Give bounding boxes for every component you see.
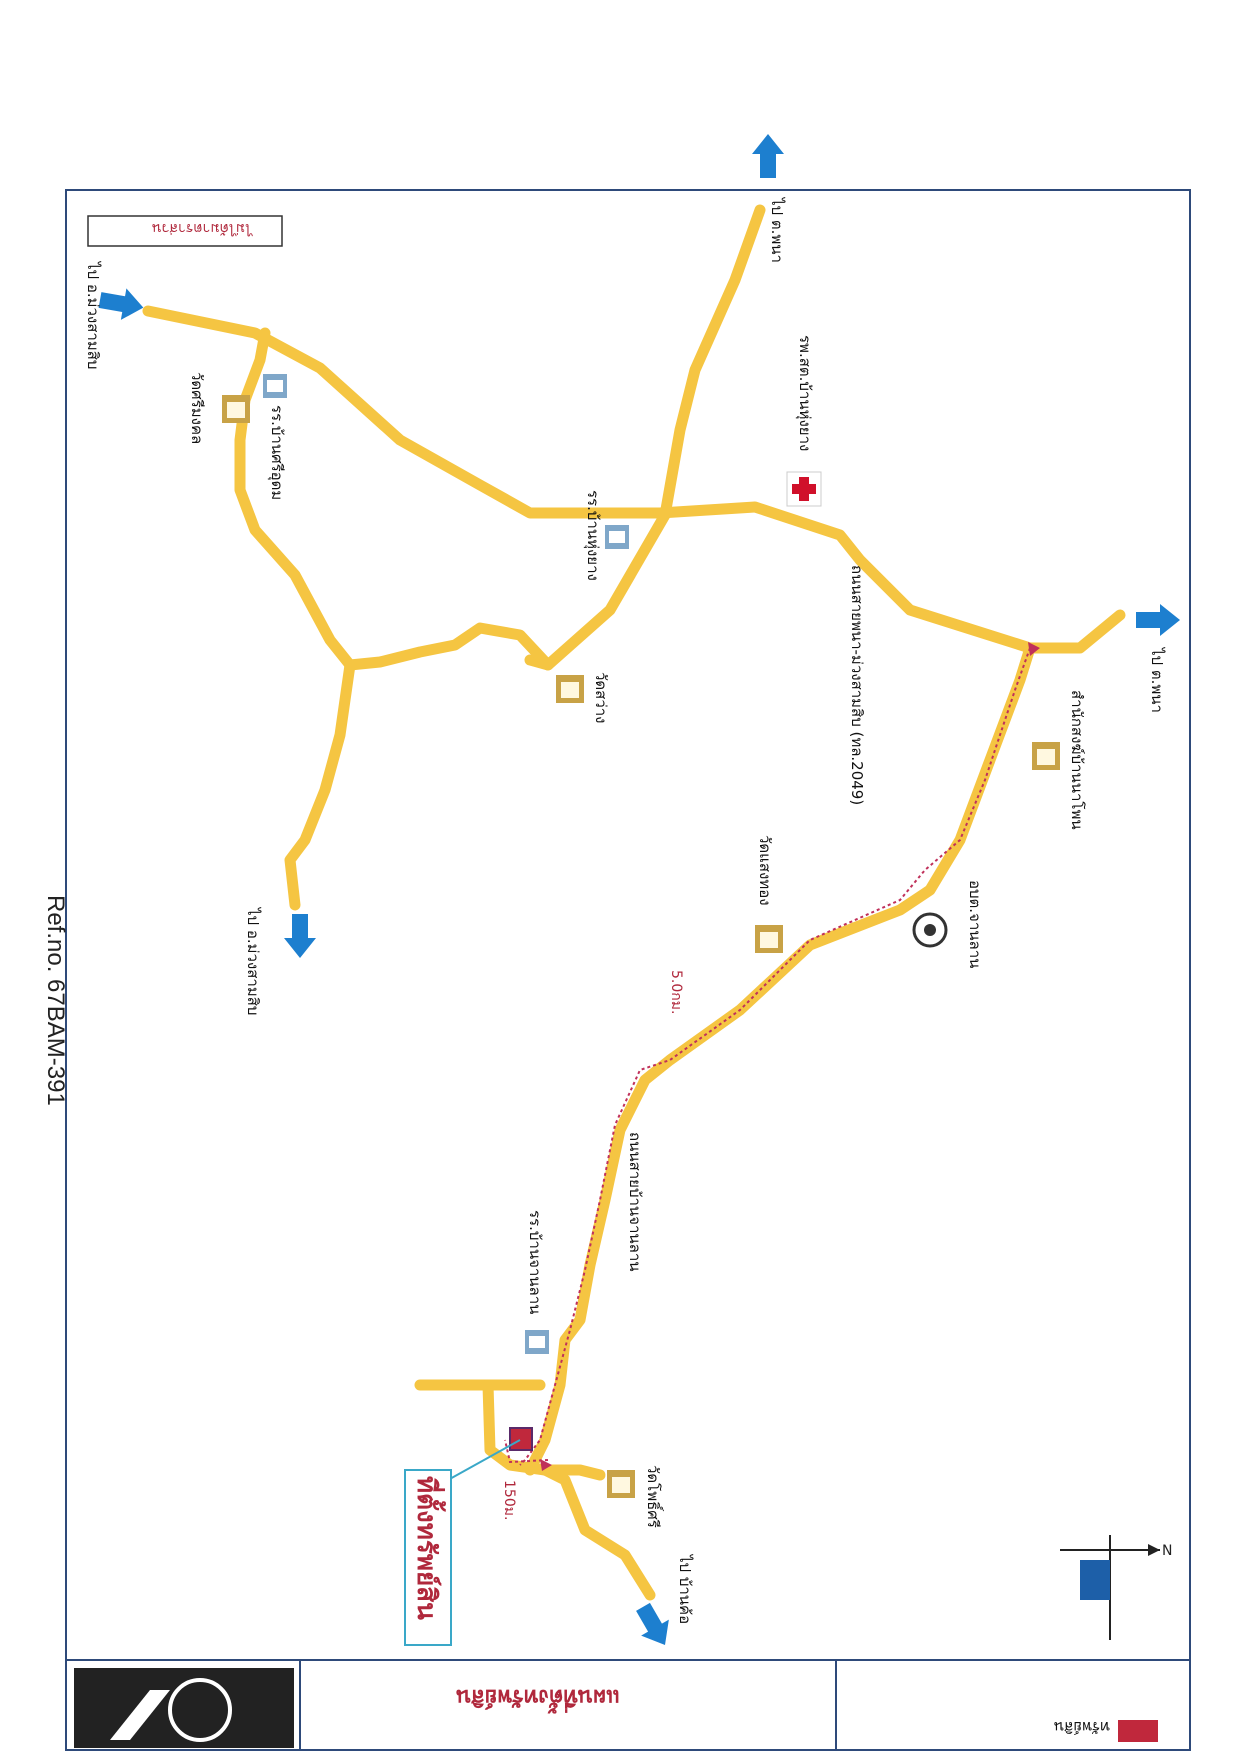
north-arrow-icon: N (1060, 1535, 1172, 1640)
map-frame (65, 189, 1191, 1751)
label-school-hung: รร.บ้านหุ่งยาง (583, 490, 602, 581)
company-logo (74, 1668, 294, 1748)
temple-icon (556, 675, 584, 703)
label-to-phana-right: ไป ต.พนา (1148, 647, 1166, 713)
school-icon (263, 374, 287, 398)
label-wat-saeng: วัดแสงทอง (756, 835, 774, 906)
route-arrowhead (1028, 642, 1040, 656)
reference-number: Ref.no. 67BAM-391 (42, 895, 69, 1106)
label-to-phana-top: ไป ต.พนา (768, 197, 786, 263)
label-obt: อบต.จานลาน (966, 880, 984, 968)
label-dist-small: 150ม. (501, 1480, 517, 1520)
label-to-muang-top: ไป อ.ม่วงสามสิบ (84, 261, 102, 369)
asset-pointer (447, 1439, 521, 1481)
school-icon (605, 525, 629, 549)
temple-icon (755, 925, 783, 953)
target-label: ที่ตั้งทรัพย์สิน (411, 1476, 447, 1620)
label-hospital: รพ.สต.บ้านหุ่งยาง (795, 335, 814, 451)
label-wat-pho: วัดโพธิ์ศรี (644, 1465, 664, 1528)
arrow-mid-down (284, 914, 316, 958)
label-samnak: สำนักสงฆ์บ้านนาโพน (1068, 690, 1086, 830)
temple-icon (1032, 742, 1060, 770)
legend-asset-swatch (1118, 1720, 1158, 1742)
target-label-box (404, 1469, 452, 1646)
temple-icon (222, 395, 250, 423)
label-road-main: ถนนสายพนา-ม่วงสามสิบ (ทล.2049) (848, 565, 866, 805)
arrow-top (752, 134, 784, 178)
label-road-local: ถนนสายบ้านจานลาน (626, 1132, 644, 1272)
svg-text:N: N (1162, 1543, 1172, 1559)
route-path-end (504, 1439, 549, 1464)
direction-arrows (98, 134, 1180, 1645)
scale-note: ไม่ได้มาตราส่วน (152, 220, 253, 237)
route-path (519, 647, 1031, 1466)
arrow-top-left (98, 288, 144, 320)
label-to-ban-kho: ไป บ้านค้อ (676, 1554, 694, 1624)
label-dist-big: 5.0กม. (668, 970, 684, 1014)
label-to-muang-mid: ไป อ.ม่วงสามสิบ (244, 907, 262, 1015)
map-title: แผนที่ตั้งทรัพย์สิน (456, 1684, 620, 1714)
school-icon (525, 1330, 549, 1354)
route-arrowhead-2 (540, 1459, 552, 1471)
arrow-bottom (636, 1602, 669, 1645)
label-school-sri: รร.บ้านศรีอุดม (267, 405, 286, 500)
label-wat-sri: วัดศรีมงคล (188, 372, 206, 444)
hospital-icon (786, 471, 822, 507)
asset-marker (509, 1427, 533, 1451)
government-emblem-icon (912, 912, 948, 948)
temple-icon (607, 1470, 635, 1498)
road-network (142, 204, 1126, 1601)
label-school-chan: รร.บ้านจานลาน (526, 1210, 544, 1314)
arrow-right (1136, 604, 1180, 636)
scale-note-box (87, 215, 283, 247)
legend-asset-label: ทรัพย์สิน (1054, 1718, 1110, 1736)
label-wat-sawang: วัดสว่าง (592, 672, 610, 724)
